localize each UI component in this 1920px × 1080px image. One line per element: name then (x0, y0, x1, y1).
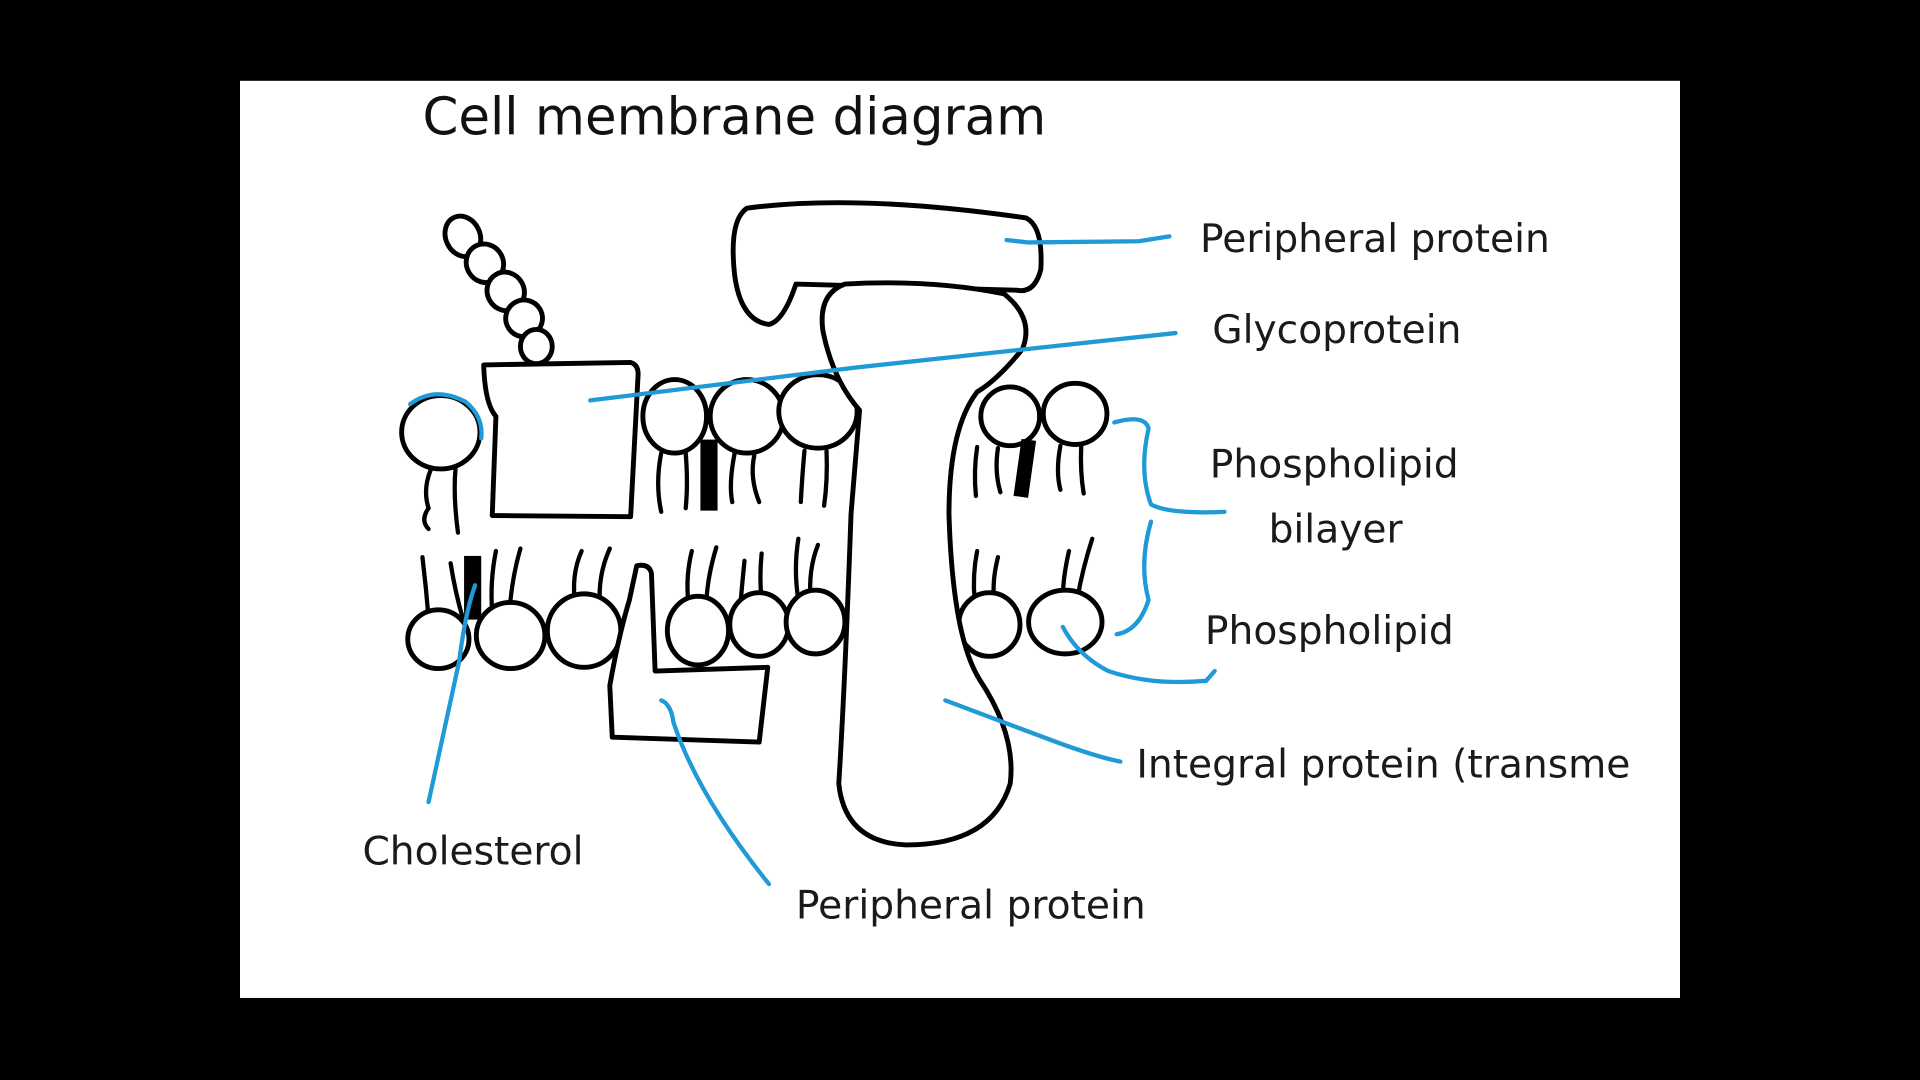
leader-peripheral-bottom (659, 698, 772, 887)
carbohydrate-chain (442, 213, 555, 367)
label-integral-protein: Integral protein (transme (1136, 743, 1630, 788)
leader-bilayer-bracket (1112, 417, 1227, 637)
integral-protein-shape (819, 280, 1029, 848)
label-phospholipid-bilayer-line2: bilayer (1269, 507, 1404, 552)
peripheral-protein-bottom-shape (607, 562, 771, 745)
label-phospholipid: Phospholipid (1205, 609, 1454, 654)
glycoprotein-shape (481, 360, 641, 520)
leader-peripheral-top (1004, 234, 1172, 245)
label-cholesterol: Cholesterol (362, 829, 583, 874)
leader-glycoprotein (588, 330, 1178, 403)
page-title: Cell membrane diagram (422, 88, 1046, 148)
leader-lines (426, 234, 1227, 887)
peripheral-protein-top-shape (730, 200, 1044, 327)
lower-heads (405, 587, 1105, 672)
label-glycoprotein: Glycoprotein (1212, 308, 1461, 353)
leader-phospholipid (1060, 624, 1217, 685)
leader-integral (943, 698, 1123, 764)
label-peripheral-protein-top: Peripheral protein (1200, 217, 1550, 262)
leader-cholesterol (426, 583, 478, 805)
cholesterol-mark (700, 439, 718, 511)
label-phospholipid-bilayer-line1: Phospholipid (1210, 443, 1459, 488)
upper-heads-right (972, 380, 1110, 499)
label-peripheral-protein-bottom: Peripheral protein (796, 883, 1146, 928)
labels: Peripheral protein Glycoprotein Phosphol… (362, 217, 1630, 928)
phospholipid-left-highlight (408, 392, 484, 441)
